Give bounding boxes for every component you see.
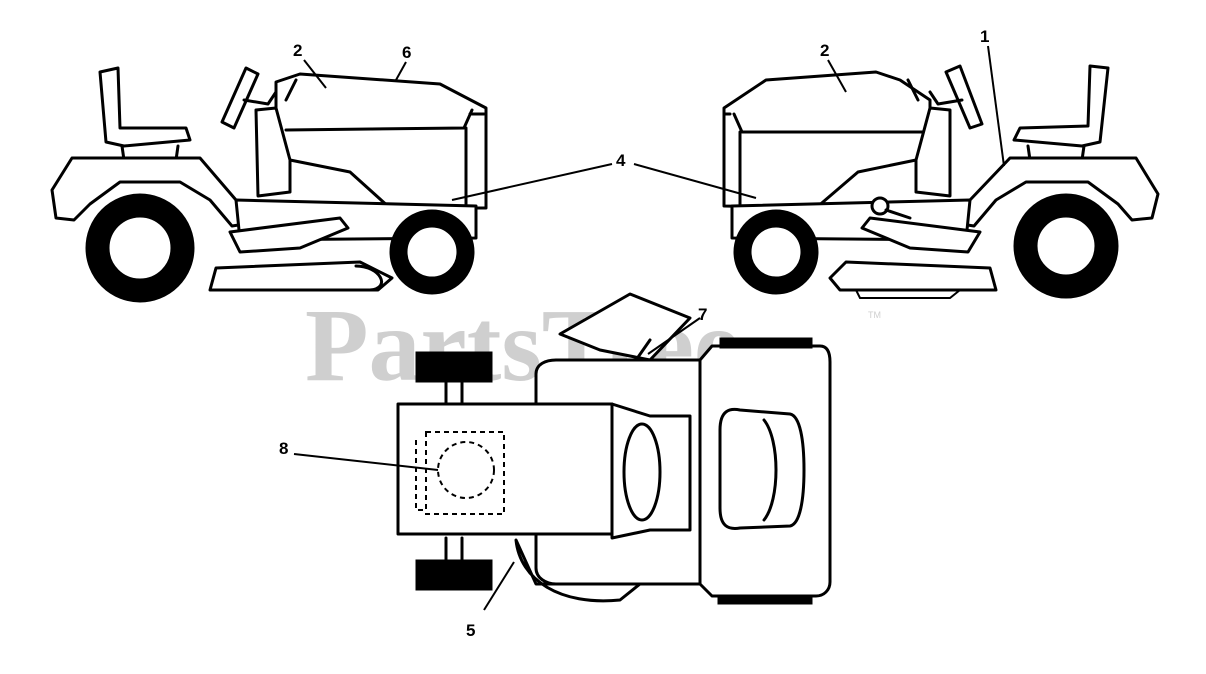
- callout-7: 7: [698, 305, 707, 324]
- leader-lines: [293, 45, 1005, 611]
- callout-5: 5: [466, 621, 475, 640]
- tractor-left-side-view: [50, 66, 488, 303]
- callout-8: 8: [279, 439, 288, 458]
- watermark-trademark: TM: [868, 310, 881, 320]
- callout-6: 6: [402, 43, 411, 62]
- callout-2-right: 2: [820, 41, 829, 60]
- tractor-right-side-view: [722, 64, 1160, 299]
- callout-2-left: 2: [293, 41, 302, 60]
- callout-1: 1: [980, 27, 989, 46]
- callout-4: 4: [616, 151, 626, 170]
- tractor-top-view: [396, 292, 832, 605]
